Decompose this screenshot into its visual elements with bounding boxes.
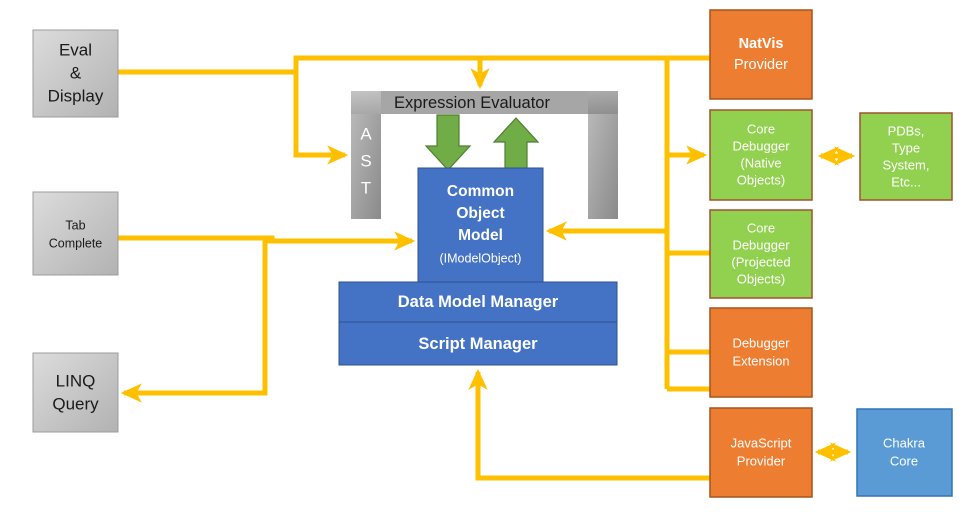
ast-letter-a: A [360, 124, 372, 143]
node-linq-query[interactable]: LINQ Query [32, 352, 119, 433]
node-script-manager[interactable]: Script Manager [338, 321, 618, 366]
far-right-column: PDBs, Type System, Etc... Chakra Core [856, 112, 953, 497]
expression-evaluator-label: Expression Evaluator [394, 94, 550, 112]
javascript-provider-label-line-1: JavaScript [731, 435, 792, 450]
debugger-extension-label-line-1: Debugger [732, 335, 790, 350]
expression-evaluator-title-strip [381, 91, 588, 114]
tab-complete-label-line-1: Tab [65, 218, 85, 232]
green-arrow-down-icon [424, 114, 472, 171]
node-expression-evaluator[interactable]: Expression Evaluator A S T [351, 91, 618, 219]
pdbs-type-system-label-line-2: Type [892, 140, 920, 155]
connector-com-to-linq-query [120, 238, 272, 403]
node-debugger-extension[interactable]: Debugger Extension [709, 307, 813, 398]
right-column: NatVis Provider Core Debugger (Native Ob… [709, 9, 813, 498]
natvis-provider-label-line-2: Provider [734, 57, 788, 73]
natvis-provider-label-line-1: NatVis [739, 36, 784, 52]
common-object-model-label-line-1: Common [447, 183, 514, 200]
node-eval-display[interactable]: Eval & Display [32, 29, 119, 118]
chakra-core-label-line-2: Core [890, 453, 918, 468]
tab-complete-label-line-2: Complete [49, 236, 103, 250]
core-debugger-projected-label-line-1: Core [747, 220, 775, 235]
core-debugger-native-label-line-1: Core [747, 121, 775, 136]
center-blue-stack: Common Object Model (IModelObject) Data … [338, 167, 618, 366]
connector-rail-to-ast [293, 72, 349, 165]
debugger-extension-label-line-2: Extension [732, 353, 789, 368]
common-object-model-label-line-2: Object [456, 205, 504, 222]
connector-layer [118, 55, 856, 481]
core-debugger-native-label-line-2: Debugger [732, 138, 790, 153]
core-debugger-native-label-line-4: Objects) [737, 172, 785, 187]
pdbs-type-system-label-line-1: PDBs, [888, 123, 925, 138]
node-common-object-model[interactable]: Common Object Model (IModelObject) [417, 167, 544, 283]
chakra-core-label-line-1: Chakra [883, 435, 926, 450]
node-javascript-provider[interactable]: JavaScript Provider [709, 407, 813, 498]
ast-letter-t: T [361, 178, 371, 197]
linq-query-label-line-2: Query [52, 394, 99, 413]
left-column: Eval & Display Tab Complete LINQ Query [32, 29, 119, 433]
node-natvis-provider[interactable]: NatVis Provider [709, 9, 813, 100]
core-debugger-native-label-line-3: (Native [740, 155, 781, 170]
green-arrow-layer [424, 114, 540, 171]
node-data-model-manager[interactable]: Data Model Manager [338, 281, 618, 323]
node-core-debugger-projected[interactable]: Core Debugger (Projected Objects) [709, 209, 813, 299]
common-object-model-interface-label: (IModelObject) [440, 251, 522, 265]
eval-display-label-line-3: Display [48, 86, 104, 105]
linq-query-label-line-1: LINQ [56, 371, 96, 390]
pdbs-type-system-label-line-3: System, [883, 157, 930, 172]
connector-eval-to-natvis [118, 55, 710, 75]
node-chakra-core[interactable]: Chakra Core [856, 408, 953, 497]
node-pdbs-type-system[interactable]: PDBs, Type System, Etc... [859, 112, 953, 201]
ast-letter-s: S [360, 151, 371, 170]
connector-javascript-provider-to-script-manager [468, 368, 710, 481]
core-debugger-projected-label-line-4: Objects) [737, 271, 785, 286]
green-arrow-up-icon [492, 117, 540, 171]
core-debugger-projected-label-line-2: Debugger [732, 237, 790, 252]
javascript-provider-label-line-2: Provider [737, 453, 786, 468]
core-debugger-projected-label-line-3: (Projected [731, 254, 790, 269]
common-object-model-label-line-3: Model [458, 227, 503, 244]
node-tab-complete[interactable]: Tab Complete [32, 191, 119, 276]
pdbs-type-system-label-line-4: Etc... [891, 174, 921, 189]
eval-display-label-line-2: & [70, 63, 82, 82]
eval-display-label-line-1: Eval [59, 40, 92, 59]
node-core-debugger-native[interactable]: Core Debugger (Native Objects) [709, 109, 813, 201]
script-manager-label: Script Manager [418, 335, 538, 353]
data-model-manager-label: Data Model Manager [398, 293, 559, 311]
